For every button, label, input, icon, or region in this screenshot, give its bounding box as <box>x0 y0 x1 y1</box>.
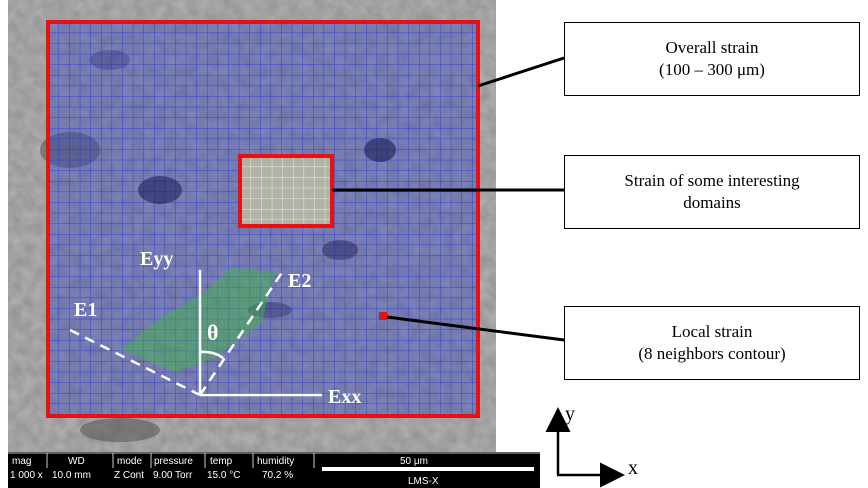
interesting-domain-region <box>238 154 334 228</box>
callout-local-strain: Local strain (8 neighbors contour) <box>564 306 860 380</box>
local-strain-point <box>379 312 387 320</box>
callout-domains-line1: Strain of some interesting <box>624 171 800 190</box>
sem-scale-bar <box>322 467 534 471</box>
leader-local <box>386 315 565 342</box>
sem-mag-value: 1 000 x <box>10 470 43 481</box>
strain-domain-green <box>120 268 275 372</box>
eyy-label: Eyy <box>140 248 173 270</box>
theta-arc <box>199 350 224 360</box>
sem-humidity-header: humidity <box>257 456 294 467</box>
sem-temp-header: temp <box>210 456 233 467</box>
callout-interesting-domains: Strain of some interesting domains <box>564 155 860 229</box>
sem-humidity-value: 70.2 % <box>262 470 293 481</box>
sem-temp-value: 15.0 °C <box>207 470 240 481</box>
exx-label: Exx <box>328 386 361 408</box>
sem-info-bar: mag 1 000 x WD 10.0 mm mode Z Cont press… <box>8 452 540 488</box>
callout-domains-line2: domains <box>683 193 741 212</box>
leader-overall <box>477 56 565 88</box>
e1-direction-line <box>69 328 201 397</box>
y-axis-label: y <box>565 403 575 425</box>
leader-lines <box>332 56 565 342</box>
sem-scale-label: 50 μm <box>400 456 428 467</box>
sem-pressure-value: 9.00 Torr <box>153 470 193 481</box>
callout-overall-line1: Overall strain <box>665 38 759 57</box>
e1-label: E1 <box>74 299 97 321</box>
e2-label: E2 <box>288 270 311 292</box>
theta-label: θ <box>207 320 218 345</box>
sem-pressure-header: pressure <box>154 456 193 467</box>
strain-axes <box>69 267 322 397</box>
sem-instrument: LMS-X <box>408 476 439 487</box>
callout-local-line2: (8 neighbors contour) <box>638 344 786 363</box>
e2-direction-line <box>198 267 287 396</box>
sem-mode-value: Z Cont <box>114 470 144 481</box>
callout-overall-strain: Overall strain (100 – 300 μm) <box>564 22 860 96</box>
sem-wd-header: WD <box>68 456 85 467</box>
sem-mag-header: mag <box>12 456 31 467</box>
callout-overall-line2: (100 – 300 μm) <box>659 60 765 79</box>
coordinate-axes: y x <box>545 403 638 488</box>
callout-local-line1: Local strain <box>671 322 753 341</box>
sem-mode-header: mode <box>117 456 142 467</box>
sem-wd-value: 10.0 mm <box>52 470 91 481</box>
x-axis-label: x <box>628 457 638 479</box>
